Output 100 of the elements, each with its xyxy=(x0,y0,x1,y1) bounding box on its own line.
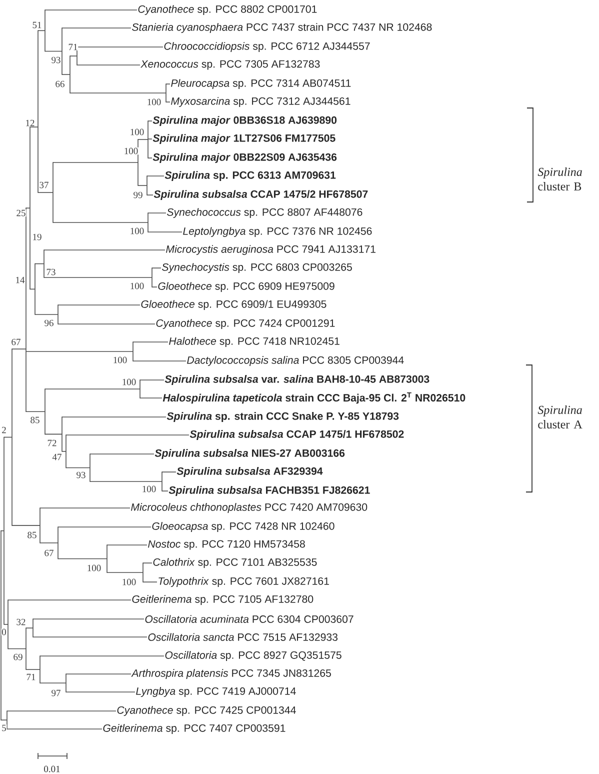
branch-line xyxy=(76,46,164,48)
taxon-label: Oscillatoria sp. PCC 8927 GQ351575 xyxy=(165,651,342,661)
taxon-label: Synechococcus sp. PCC 8807 AF448076 xyxy=(167,208,362,218)
taxon-label: Nostoc sp. PCC 7120 HM573458 xyxy=(148,540,305,550)
branch-line xyxy=(26,411,46,412)
taxon-label: Arthrospira platensis PCC 7345 JN831265 xyxy=(131,669,331,679)
bootstrap-value: 51 xyxy=(32,21,42,29)
taxon-label: Spirulina subsalsa NIES-27 AB003166 xyxy=(154,449,345,459)
scale-label: 0.01 xyxy=(44,766,60,772)
bootstrap-value: 100 xyxy=(129,227,145,235)
bootstrap-value: 93 xyxy=(76,471,86,479)
branch-line xyxy=(152,286,158,288)
taxon-label: Tolypothrix sp. PCC 7601 JX827161 xyxy=(158,577,329,587)
branch-line xyxy=(26,351,134,352)
bootstrap-value: 96 xyxy=(44,319,54,327)
cluster-label: Spirulina cluster B xyxy=(538,168,582,190)
branch-line xyxy=(4,436,12,438)
branch-line xyxy=(40,682,66,684)
branch-line xyxy=(162,490,168,492)
branch-line xyxy=(44,388,140,390)
taxon-label: Xenococcus sp. PCC 7305 AF132783 xyxy=(140,60,320,70)
taxon-label: Gloeothece sp. PCC 6909 HE975009 xyxy=(158,282,334,292)
branch-line xyxy=(38,30,46,32)
taxon-label: Pleurocapsa sp. PCC 7314 AB074511 xyxy=(171,79,351,89)
taxon-label: Cyanothece sp. PCC 7425 CP001344 xyxy=(117,706,296,716)
branch-line xyxy=(106,572,144,573)
branch-line xyxy=(70,92,166,94)
branch-line xyxy=(138,139,148,140)
bootstrap-value: 100 xyxy=(112,356,128,364)
bootstrap-value: 71 xyxy=(68,43,78,51)
bootstrap-value: 12 xyxy=(24,119,36,127)
bootstrap-value: 14 xyxy=(14,276,26,284)
bootstrap-value: 25 xyxy=(16,209,26,217)
taxon-label: Spirulina major 0BB22S09 AJ635436 xyxy=(152,153,337,163)
bootstrap-value: 47 xyxy=(52,453,62,461)
taxon-label: Stanieria cyanosphaera PCC 7437 strain PCC 7437 NR 102468 xyxy=(132,23,432,33)
taxon-label: Cyanothece sp. PCC 7424 CP001291 xyxy=(156,319,335,329)
branch-line xyxy=(132,360,186,362)
taxon-label: Spirulina subsalsa CCAP 1475/1 HF678502 xyxy=(190,430,404,440)
branch-line xyxy=(52,222,148,223)
bootstrap-value: 19 xyxy=(32,233,42,241)
bootstrap-value: 69 xyxy=(12,653,24,661)
bootstrap-value: 67 xyxy=(10,338,22,346)
branch-line xyxy=(6,710,116,712)
taxon-label: Spirulina subsalsa AF329394 xyxy=(176,467,323,477)
taxon-label: Oscillatoria sancta PCC 7515 AF132933 xyxy=(148,633,338,641)
taxon-label: Microcoleus chthonoplastes PCC 7420 AM709630 xyxy=(131,503,368,513)
branch-line xyxy=(32,636,148,638)
taxon-label: Lyngbya sp. PCC 7419 AJ000714 xyxy=(136,687,296,697)
bootstrap-value: 93 xyxy=(50,56,62,64)
taxon-label: Spirulina subsalsa CCAP 1475/2 HF678507 xyxy=(154,190,368,200)
bootstrap-value: 100 xyxy=(146,98,162,106)
branch-line xyxy=(90,481,162,482)
bootstrap-value: 67 xyxy=(44,549,54,557)
taxon-label: Geitlerinema sp. PCC 7105 AF132780 xyxy=(132,595,314,605)
bootstrap-value: 100 xyxy=(86,564,102,572)
branch-line xyxy=(58,304,140,306)
taxon-label: Spirulina subsalsa var. salina BAH8-10-45 AB873003 xyxy=(164,375,430,385)
taxon-label: Halothece sp. PCC 7418 NR102451 xyxy=(169,337,340,347)
branch-line xyxy=(30,288,36,290)
taxon-label: Halospirulina tapeticola strain CCC Baja-95 Cl. 2$^{T}$ NR026510 xyxy=(162,392,466,404)
branch-line xyxy=(76,64,140,66)
taxon-label: Oscillatoria acuminata PCC 6304 CP003607 xyxy=(145,615,354,623)
branch-line xyxy=(0,530,4,532)
branch-line xyxy=(12,348,26,350)
taxon-label: Chroococcidiopsis sp. PCC 6712 AJ344557 xyxy=(164,42,370,52)
taxon-label: Cyanothece sp. PCC 8802 CP001701 xyxy=(138,5,317,15)
cluster-label: Spirulina cluster A xyxy=(538,406,582,428)
taxon-label: Calothrix sp. PCC 7101 AB325535 xyxy=(153,558,317,568)
branch-line xyxy=(34,314,58,315)
bootstrap-value: 100 xyxy=(129,128,145,136)
branch-line xyxy=(6,728,102,730)
branch-line xyxy=(32,618,144,620)
branch-line xyxy=(138,185,148,186)
bootstrap-value: 100 xyxy=(123,147,139,155)
taxon-label: Leptolyngbya sp. PCC 7376 NR 102456 xyxy=(183,227,372,237)
branch-line xyxy=(66,467,90,468)
branch-line xyxy=(4,624,8,625)
branch-line xyxy=(30,126,38,128)
bootstrap-value: 37 xyxy=(38,181,50,189)
taxon-label: Microcystis aeruginosa PCC 7941 AJ133171 xyxy=(166,245,376,255)
bootstrap-value: 97 xyxy=(50,689,62,697)
bootstrap-value: 99 xyxy=(132,191,144,199)
branch-line xyxy=(12,525,40,526)
bootstrap-value: 32 xyxy=(16,618,26,626)
branch-line xyxy=(52,162,138,163)
branch-line xyxy=(44,434,62,435)
branch-line xyxy=(58,558,108,560)
branch-line xyxy=(38,192,54,193)
taxon-label: Spirulina major 1LT27S06 FM177505 xyxy=(152,134,336,144)
branch-line xyxy=(148,138,152,140)
branch-line xyxy=(142,562,152,564)
bootstrap-value: 85 xyxy=(30,416,40,424)
bootstrap-value: 66 xyxy=(54,80,66,88)
bootstrap-value: 0 xyxy=(1,628,7,636)
branch-line xyxy=(58,526,152,528)
taxon-label: Dactylococcopsis salina PCC 8305 CP003944 xyxy=(187,356,404,366)
branch-line xyxy=(62,416,166,418)
taxon-label: Spirulina sp. strain CCC Snake P. Y-85 Y18793 xyxy=(166,412,399,422)
bootstrap-value: 2 xyxy=(1,426,7,434)
